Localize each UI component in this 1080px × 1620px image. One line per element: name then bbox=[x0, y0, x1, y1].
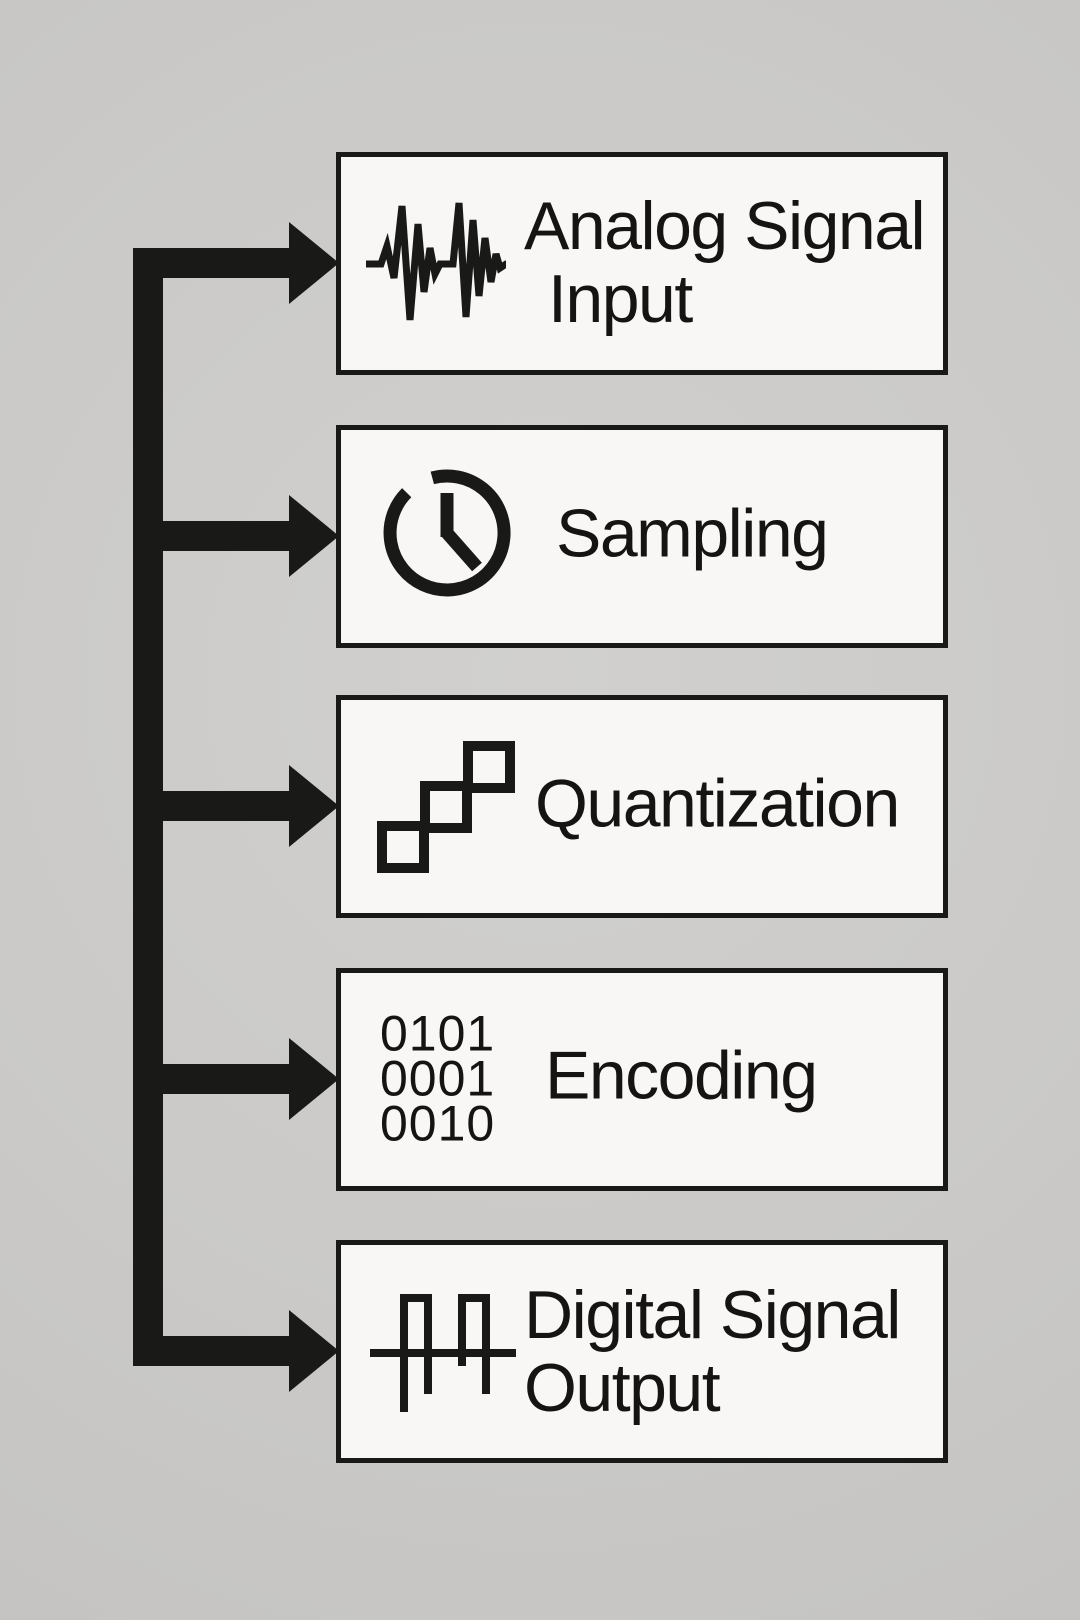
step-label-digital-signal-output: Digital Signal Output bbox=[524, 1277, 901, 1426]
staircase-icon bbox=[377, 741, 519, 873]
step-label-line: Input bbox=[548, 261, 693, 337]
binary-line: 0001 bbox=[380, 1050, 496, 1107]
binary-code-text: 0101 0001 0010 bbox=[380, 1005, 496, 1152]
clock-icon bbox=[381, 467, 513, 599]
arrow-shaft-2 bbox=[133, 521, 291, 551]
arrow-shaft-5 bbox=[133, 1336, 291, 1366]
step-label-analog-signal-input: Analog Signal Input bbox=[524, 188, 926, 337]
arrow-head-2 bbox=[289, 495, 339, 577]
step-label-line: Output bbox=[524, 1350, 721, 1426]
arrow-head-4 bbox=[289, 1038, 339, 1120]
step-label-encoding: Encoding bbox=[545, 1037, 818, 1114]
arrow-shaft-3 bbox=[133, 791, 291, 821]
binary-line: 0010 bbox=[380, 1095, 496, 1152]
flow-box-encoding bbox=[336, 968, 948, 1191]
step-label-line: Digital Signal bbox=[524, 1277, 901, 1353]
square-wave-icon bbox=[368, 1290, 518, 1416]
arrow-shaft-4 bbox=[133, 1064, 291, 1094]
arrow-head-5 bbox=[289, 1310, 339, 1392]
binary-line: 0101 bbox=[380, 1005, 496, 1062]
arrow-head-3 bbox=[289, 765, 339, 847]
waveform-icon bbox=[366, 198, 506, 328]
flow-box-sampling bbox=[336, 425, 948, 648]
arrow-head-1 bbox=[289, 222, 339, 304]
arrow-shaft-1 bbox=[133, 248, 291, 278]
step-label-sampling: Sampling bbox=[556, 495, 829, 572]
step-label-quantization: Quantization bbox=[535, 765, 900, 842]
flow-box-quantization bbox=[336, 695, 948, 918]
step-label-line: Analog Signal bbox=[524, 188, 926, 264]
